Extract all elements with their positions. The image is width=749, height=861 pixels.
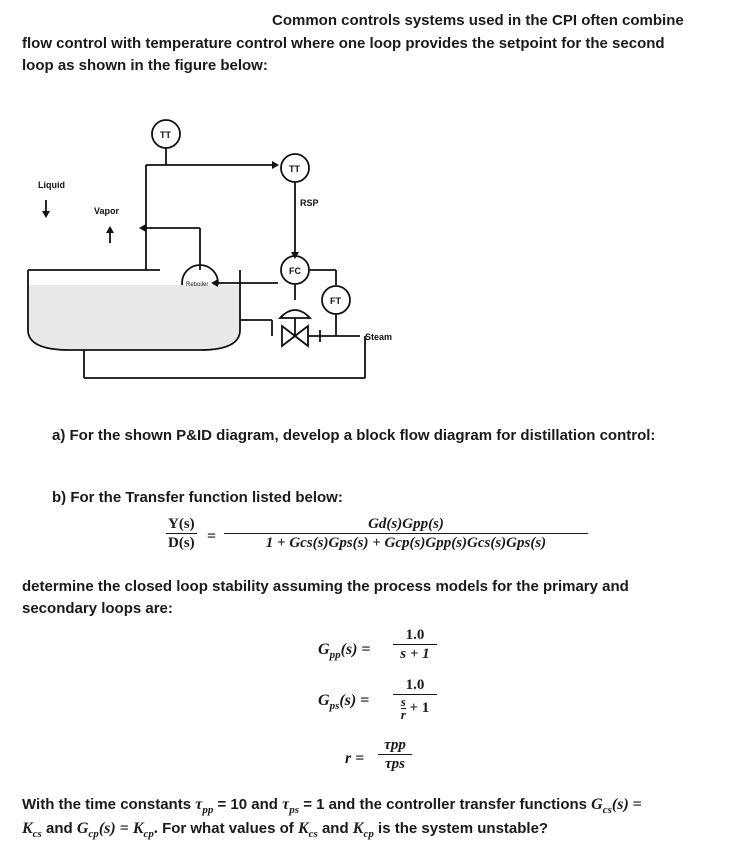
tf-lhs-den: D(s) [166,533,197,551]
intro-line-3: loop as shown in the figure below: [22,57,268,74]
tf-rhs-num: Gd(s)Gpp(s) [368,516,444,532]
final-line-2: Kcs and Gcp(s) = Kcp. For what values of… [22,820,549,841]
tt-right-label: TT [289,164,300,174]
fc-label: FC [289,266,301,276]
tf-rhs-den: 1 + Gcs(s)Gps(s) + Gcp(s)Gpp(s)Gcs(s)Gps… [224,533,588,552]
gps-den-frac-num: s [400,694,406,709]
ft-label: FT [330,296,341,306]
r-lhs: r = [345,750,365,767]
final-2c: and [321,820,349,837]
final-1c: = 1 and the controller transfer function… [303,796,587,813]
gpp-num: 1.0 [405,627,425,643]
gpp-den: s + 1 [393,644,437,663]
final-2a: and [46,820,73,837]
gps-lhs: Gps(s) = [318,692,370,713]
rsp-label: RSP [300,198,319,208]
intro-line-2: flow control with temperature control wh… [22,35,665,52]
gpp-lhs: Gpp(s) = [318,641,371,662]
gps-num: 1.0 [405,677,425,693]
gps-den-plus: + 1 [409,699,430,716]
determine-line-1: determine the closed loop stability assu… [22,578,629,595]
pid-diagram: TT TT RSP FC FT Liquid Vapor Steam Reboi… [27,119,392,379]
final-2b: For what values of [162,820,294,837]
gps-frac: 1.0 s r + 1 [393,677,437,721]
determine-line-2: secondary loops are: [22,600,173,617]
tf-lhs: Y(s) D(s) [166,516,197,552]
vapor-label: Vapor [94,206,120,216]
steam-label: Steam [365,332,392,342]
question-a: a) For the shown P&ID diagram, develop a… [52,427,656,444]
r-num: τpp [384,737,406,753]
final-line-1: With the time constants τpp = 10 and τps… [22,796,642,817]
steam-valve [281,324,309,348]
question-b: b) For the Transfer function listed belo… [52,489,343,506]
tf-lhs-num: Y(s) [168,516,195,532]
final-2d: is the system unstable? [378,820,549,837]
liquid-label: Liquid [38,180,65,190]
gps-den-frac-den: r [400,707,406,722]
final-1b: = 10 and [217,796,278,813]
gps-den: s r + 1 [393,694,437,721]
r-den: τps [378,754,412,773]
tt-top-label: TT [160,130,171,140]
column-vessel [27,270,241,351]
intro-line-1: Common controls systems used in the CPI … [272,12,684,29]
r-frac: τpp τps [378,737,412,773]
reboiler-label: Reboiler [186,282,208,288]
tf-rhs: Gd(s)Gpp(s) 1 + Gcs(s)Gps(s) + Gcp(s)Gpp… [224,516,588,552]
gpp-frac: 1.0 s + 1 [393,627,437,663]
final-1a: With the time constants [22,796,192,813]
tf-equals: = [207,528,217,545]
